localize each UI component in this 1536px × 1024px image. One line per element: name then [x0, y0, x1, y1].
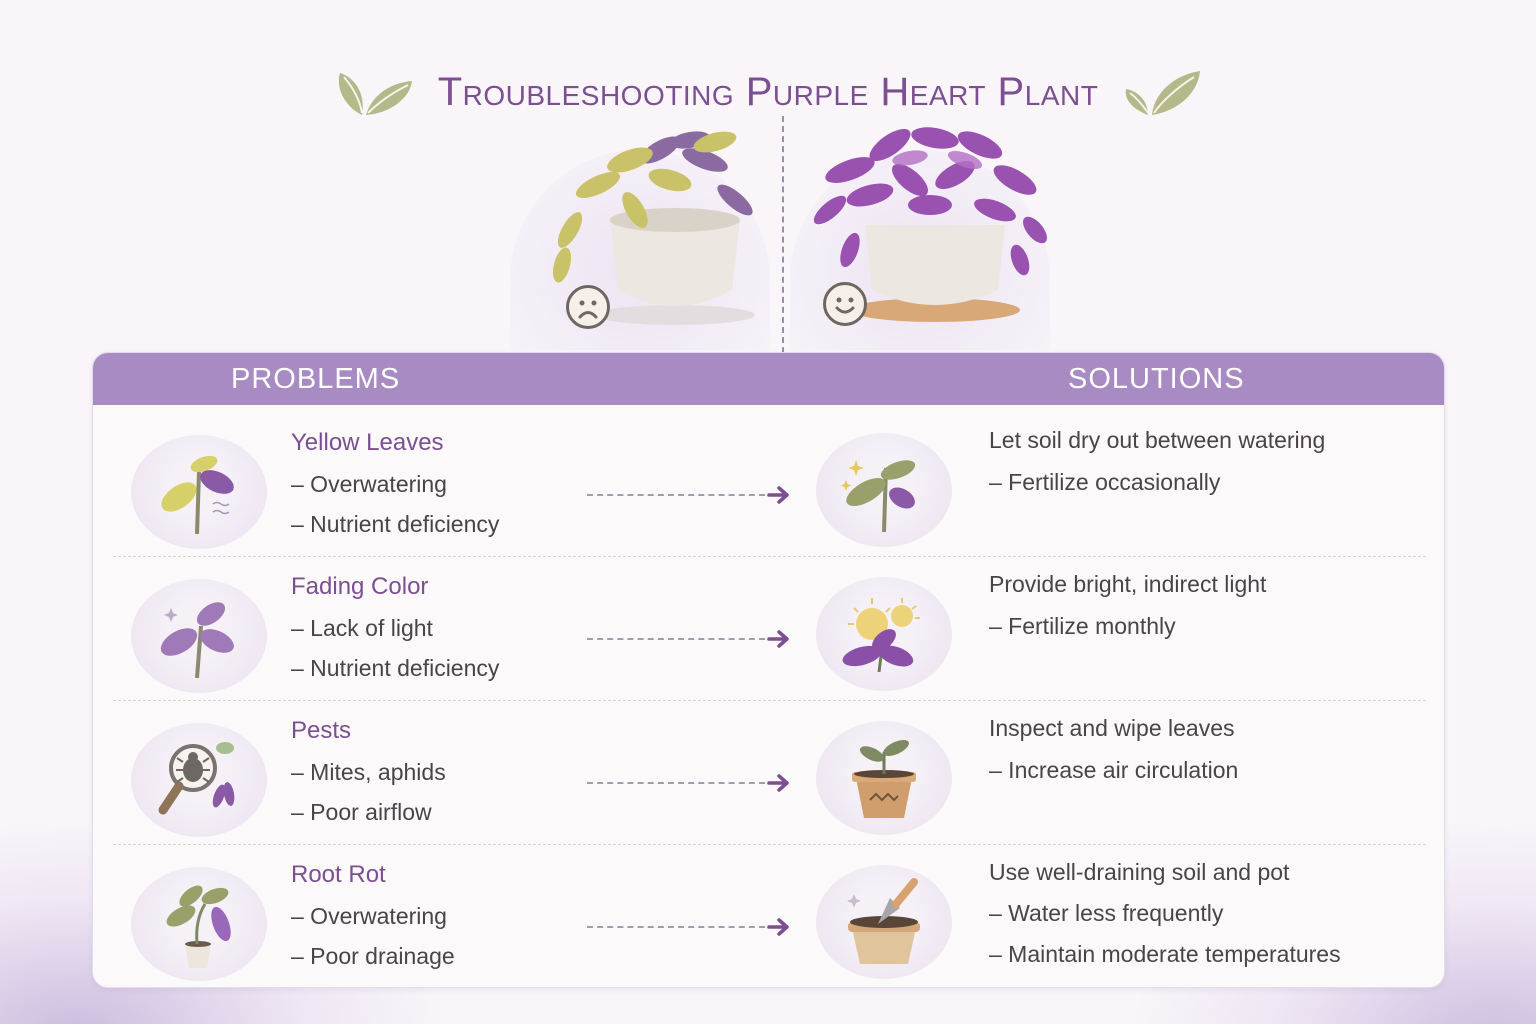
row-divider — [113, 556, 1426, 557]
problem-title: Pests — [291, 717, 352, 744]
sun-purple-leaves-icon — [816, 577, 952, 691]
problem-cause: – Poor drainage — [291, 943, 455, 969]
problem-to-solution-arrow — [587, 773, 791, 793]
problem-cause: – Poor airflow — [291, 799, 432, 825]
yellow-leaf-sprout-icon — [131, 435, 267, 549]
problems-header: PROBLEMS — [231, 362, 401, 395]
row-divider — [113, 700, 1426, 701]
leaf-decoration-icon — [1125, 71, 1201, 115]
happy-face-icon — [823, 282, 867, 326]
solutions-header: SOLUTIONS — [1068, 362, 1245, 395]
problem-to-solution-arrow — [587, 917, 791, 937]
table-row: Fading Color – Lack of light – Nutrient … — [93, 557, 1444, 701]
problem-cause: – Nutrient deficiency — [291, 511, 500, 537]
solution-line: – Water less frequently — [989, 900, 1224, 926]
healthy-plant-illustration — [790, 110, 1060, 350]
problem-cause: – Nutrient deficiency — [291, 655, 500, 681]
troubleshooting-table: PROBLEMS SOLUTIONS Yellow Leaves – Overw… — [92, 352, 1445, 988]
arrow-right-icon — [767, 630, 789, 648]
table-row: Yellow Leaves – Overwatering – Nutrient … — [93, 413, 1444, 557]
magnifier-bug-icon — [131, 723, 267, 837]
solution-line: Provide bright, indirect light — [989, 571, 1267, 597]
arrow-right-icon — [767, 486, 789, 504]
drooping-potted-plant-icon — [131, 867, 267, 981]
table-row: Root Rot – Overwatering – Poor drainage … — [93, 845, 1444, 987]
arrow-right-icon — [767, 918, 789, 936]
problem-cause: – Overwatering — [291, 471, 447, 497]
solution-line: – Fertilize monthly — [989, 613, 1176, 639]
table-row: Pests – Mites, aphids – Poor airflow Ins… — [93, 701, 1444, 845]
healthy-sprout-sparkle-icon — [816, 433, 952, 547]
healthy-plant-icon — [813, 127, 1047, 322]
problem-cause: – Mites, aphids — [291, 759, 446, 785]
solution-line: – Fertilize occasionally — [989, 469, 1221, 495]
leaf-decoration-icon — [338, 73, 412, 115]
unhealthy-plant-icon — [552, 131, 755, 325]
problem-to-solution-arrow — [587, 629, 791, 649]
title-row: Troubleshooting Purple Heart Plant — [0, 62, 1536, 122]
problem-to-solution-arrow — [587, 485, 791, 505]
sad-face-icon — [566, 285, 610, 329]
page-title: Troubleshooting Purple Heart Plant — [437, 69, 1099, 114]
problem-cause: – Overwatering — [291, 903, 447, 929]
faded-purple-sprout-icon — [131, 579, 267, 693]
problem-title: Fading Color — [291, 573, 429, 600]
problem-title: Yellow Leaves — [291, 429, 444, 456]
row-divider — [113, 844, 1426, 845]
solution-line: – Increase air circulation — [989, 757, 1239, 783]
solution-line: Let soil dry out between watering — [989, 427, 1326, 453]
potted-seedling-icon — [816, 721, 952, 835]
table-header: PROBLEMS SOLUTIONS — [93, 353, 1444, 405]
problem-cause: – Lack of light — [291, 615, 433, 641]
problem-title: Root Rot — [291, 861, 386, 888]
solution-line: – Maintain moderate temperatures — [989, 941, 1341, 967]
solution-line: Use well-draining soil and pot — [989, 859, 1290, 885]
arrow-right-icon — [767, 774, 789, 792]
hero-comparison — [500, 110, 1060, 350]
unhealthy-plant-illustration — [500, 110, 770, 350]
trowel-soil-pot-icon — [816, 865, 952, 979]
solution-line: Inspect and wipe leaves — [989, 715, 1235, 741]
